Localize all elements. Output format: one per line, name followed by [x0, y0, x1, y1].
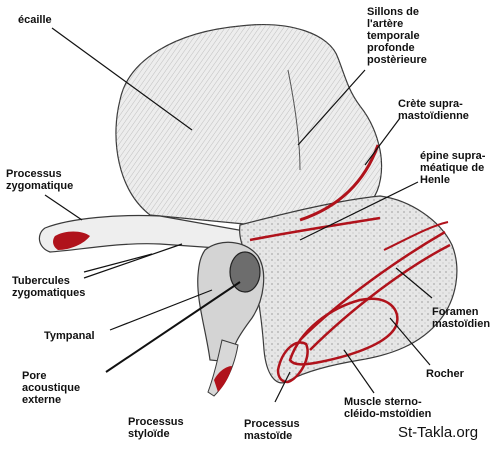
label-processus-styloide: Processus styloïde	[128, 416, 184, 440]
label-crete: Crète supra- mastoïdienne	[398, 98, 469, 122]
label-muscle: Muscle sterno- cléido-mstoïdien	[344, 396, 432, 420]
squama-ridge	[287, 69, 301, 171]
label-rocher: Rocher	[426, 368, 464, 380]
label-processus-zygomatique: Processus zygomatique	[6, 168, 74, 192]
leader-rocher	[389, 317, 431, 366]
label-ecaille: écaille	[18, 14, 52, 26]
supramastoid-crest-red-line	[299, 144, 380, 222]
leader-pore	[105, 281, 241, 373]
leader-lines	[44, 27, 433, 403]
leader-sillons	[297, 69, 366, 146]
label-tympanal: Tympanal	[44, 330, 95, 342]
label-epine: épine supra- méatique de Henle	[420, 150, 486, 186]
mastoid-tip-red-outline	[276, 341, 309, 384]
label-processus-mastoide: Processus mastoïde	[244, 418, 300, 442]
leader-crete	[364, 117, 401, 166]
external-acoustic-pore-shape	[229, 251, 261, 293]
leader-tubercules-1	[83, 253, 153, 273]
label-foramen: Foramen mastoïdien	[432, 306, 491, 330]
mastoid-red-line-1	[299, 230, 446, 341]
styloid-red-marking	[214, 366, 232, 392]
label-tubercules: Tubercules zygomatiques	[12, 275, 86, 299]
leader-processus-mastoide	[274, 371, 291, 403]
label-sillons: Sillons de l'artère temporale profonde p…	[367, 6, 427, 66]
mastoid-red-line-2	[309, 243, 451, 351]
leader-muscle	[343, 349, 375, 394]
petrous-mastoid-texture	[239, 196, 457, 383]
zygomatic-process-shape	[38, 214, 251, 253]
watermark: St-Takla.org	[398, 424, 479, 441]
label-pore: Pore acoustique externe	[22, 370, 81, 406]
leader-processus-zygomatique	[44, 194, 83, 221]
leader-tympanal	[109, 289, 213, 331]
leader-foramen	[395, 267, 433, 299]
squama-hatching	[115, 24, 382, 225]
leader-ecaille	[51, 27, 193, 131]
suprameatal-red-line	[249, 216, 381, 242]
zygomatic-red-marking	[53, 231, 90, 250]
mastoid-red-line-3	[383, 221, 449, 251]
leader-epine	[299, 181, 419, 241]
leader-tubercules-2	[83, 243, 183, 279]
